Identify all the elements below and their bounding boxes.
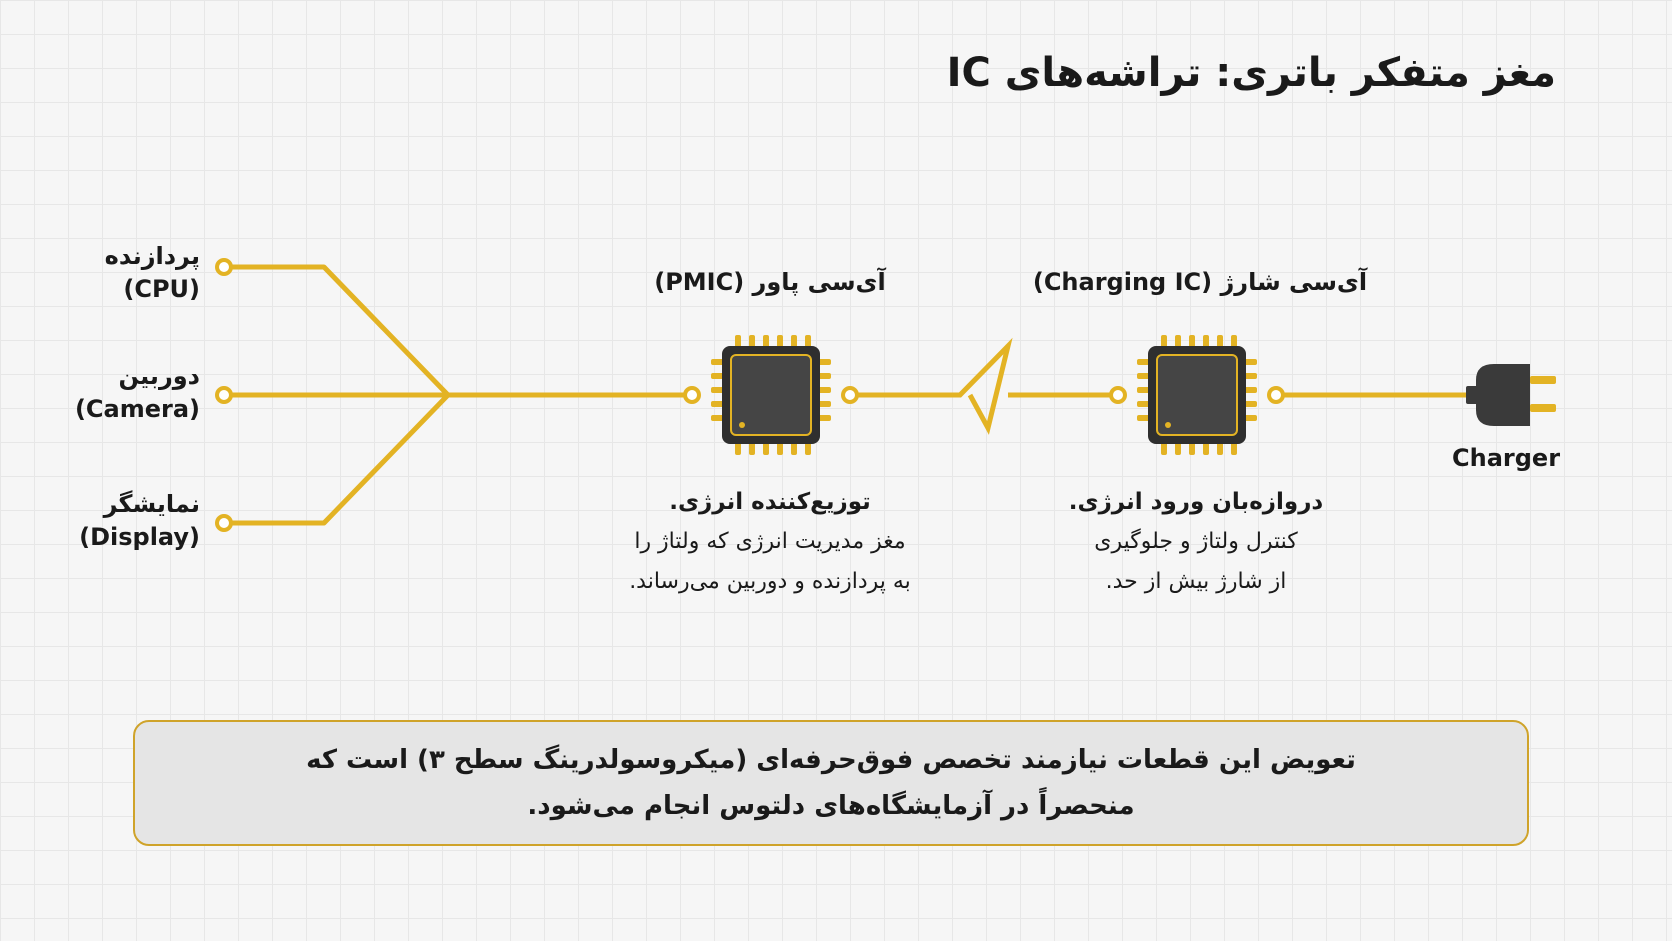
charger-label: Charger: [1452, 444, 1561, 472]
branch-traces: [221, 264, 695, 526]
pad-display: [215, 514, 233, 532]
charging-ic-desc-line1: کنترل ولتاژ و جلوگیری: [1094, 529, 1298, 554]
pad-charging-out: [1267, 386, 1285, 404]
note-box: تعویض این قطعات نیازمند تخصص فوق‌حرفه‌ای…: [133, 720, 1529, 846]
label-cpu: پردازنده (CPU): [105, 240, 200, 306]
label-camera-name: دوربین: [118, 362, 200, 390]
pad-pmic-out: [841, 386, 859, 404]
chip-icon: [711, 335, 831, 455]
chip-icon: [1137, 335, 1257, 455]
label-camera-sub: (Camera): [74, 395, 200, 423]
charging-ic-desc-title: دروازه‌بان ورود انرژی.: [1068, 489, 1324, 515]
charging-ic-description: دروازه‌بان ورود انرژی. کنترل ولتاژ و جلو…: [1026, 482, 1366, 602]
pads: [215, 258, 1285, 532]
trace-cpu: [221, 264, 451, 398]
label-cpu-sub: (CPU): [123, 275, 200, 303]
note-line1: تعویض این قطعات نیازمند تخصص فوق‌حرفه‌ای…: [306, 745, 1356, 775]
pad-cpu: [215, 258, 233, 276]
lightning-break: [857, 337, 1111, 435]
label-camera: دوربین (Camera): [75, 360, 200, 426]
pad-pmic-in: [683, 386, 701, 404]
pmic-desc-line2: به پردازنده و دوربین می‌رساند.: [629, 569, 911, 594]
pad-charging-in: [1109, 386, 1127, 404]
pmic-title: آی‌سی پاور (PMIC): [654, 268, 886, 296]
label-display-sub: (Display): [79, 523, 200, 551]
trace-display: [221, 392, 451, 526]
pmic-desc-line1: مغز مدیریت انرژی که ولتاژ را: [634, 529, 906, 554]
label-display-name: نمایشگر: [103, 490, 200, 518]
charging-ic-desc-line2: از شارژ بیش از حد.: [1105, 569, 1287, 594]
plug-icon: [1466, 364, 1556, 426]
page-title: مغز متفکر باتری: تراشه‌های IC: [946, 50, 1556, 96]
note-line2: منحصراً در آزمایشگاه‌های دلتوس انجام می‌…: [527, 791, 1135, 821]
pmic-description: توزیع‌کننده انرژی. مغز مدیریت انرژی که و…: [600, 482, 940, 602]
pmic-desc-title: توزیع‌کننده انرژی.: [669, 489, 871, 515]
charging-ic-title: آی‌سی شارژ (Charging IC): [1032, 268, 1368, 296]
label-cpu-name: پردازنده: [104, 242, 200, 270]
pad-camera: [215, 386, 233, 404]
label-display: نمایشگر (Display): [79, 488, 200, 554]
